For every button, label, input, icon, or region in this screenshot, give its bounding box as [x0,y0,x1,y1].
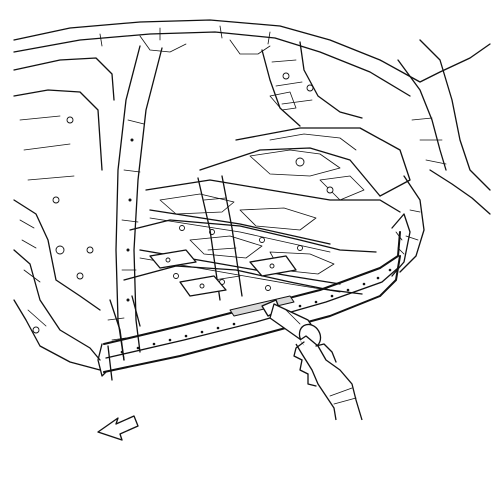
rocker-panel [97,213,411,381]
gloved-hand-icon [293,335,363,421]
front-direction-arrow-icon [97,415,139,441]
car-body-shell-icon [13,19,491,371]
